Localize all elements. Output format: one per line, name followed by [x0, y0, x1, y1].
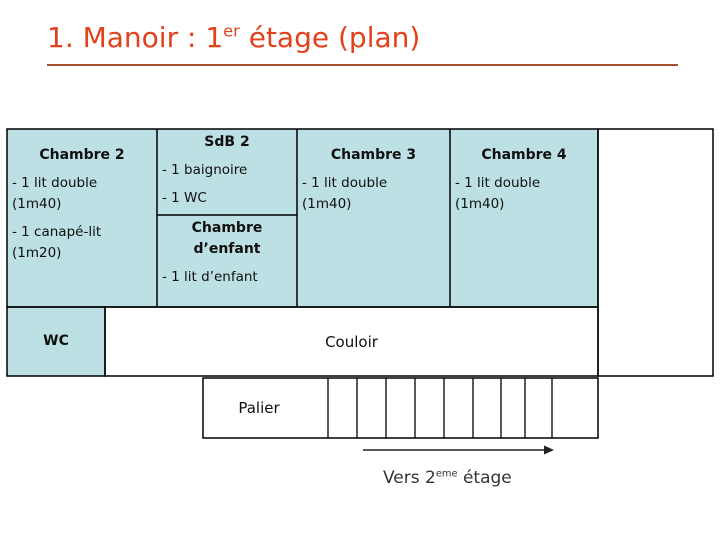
arrow-head [544, 445, 554, 455]
page-title: 1. Manoir : 1er étage (plan) [47, 21, 420, 54]
page-title-text: étage (plan) [239, 21, 421, 54]
page-title-superscript: er [223, 21, 240, 41]
room-name: WC [43, 333, 69, 349]
room-sdb-2: SdB 2 - 1 baignoire - 1 WC [157, 129, 297, 215]
room-item: - 1 lit double (1m40) [12, 175, 98, 212]
room-item: - 1 canapé-lit (1m20) [12, 224, 102, 261]
room-name: Chambre d’enfant [157, 218, 297, 260]
room-item: - 1 lit double (1m40) [455, 175, 541, 212]
room-name: SdB 2 [204, 134, 250, 150]
arrow-caption-text: étage [457, 468, 512, 488]
arrow-caption-text: Vers 2 [383, 468, 436, 488]
room-item: - 1 WC [162, 190, 207, 206]
room-item: - 1 lit double (1m40) [302, 175, 388, 212]
room-chambre-3: Chambre 3 - 1 lit double (1m40) [297, 129, 450, 307]
room-name: Chambre 4 [481, 147, 567, 163]
room-chambre-denfant: Chambre d’enfant - 1 lit d’enfant [157, 215, 297, 307]
landing-label: Palier [238, 399, 280, 417]
corridor-label: Couloir [325, 332, 378, 351]
room-chambre-4: Chambre 4 - 1 lit double (1m40) [450, 129, 598, 307]
arrow-caption: Vers 2eme étage [383, 468, 512, 488]
title-underline-rule [47, 64, 678, 66]
right-wing-outline [597, 128, 714, 377]
arrow-caption-superscript: eme [435, 468, 458, 480]
page-title-text: 1. Manoir : 1 [47, 21, 224, 54]
room-item: - 1 baignoire [162, 162, 248, 178]
room-wc: WC [7, 307, 105, 376]
arrow-to-second-floor [363, 445, 554, 455]
room-name: Chambre 2 [39, 147, 125, 163]
room-name: Chambre 3 [330, 147, 417, 163]
room-item: - 1 lit d’enfant [162, 269, 258, 285]
stairs [327, 378, 553, 438]
room-chambre-2: Chambre 2 - 1 lit double (1m40) - 1 cana… [7, 129, 157, 307]
room-name-text: Chambre d’enfant [191, 220, 263, 257]
